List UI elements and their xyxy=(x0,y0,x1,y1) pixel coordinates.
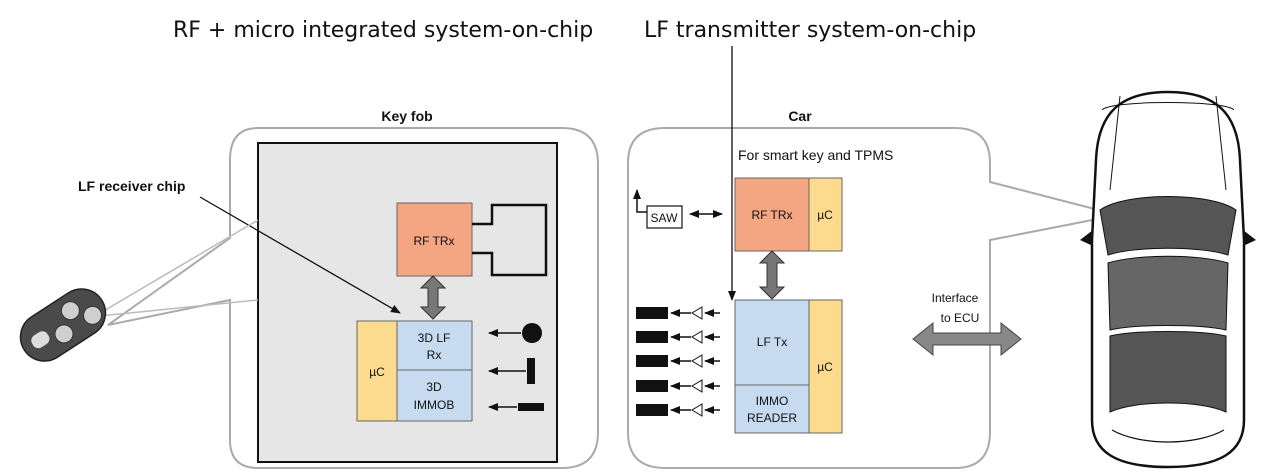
keyfob-coil-horizontal-icon xyxy=(518,403,544,411)
car-rf-trx-label: RF TRx xyxy=(751,208,792,222)
car-lf-tx-label: LF Tx xyxy=(757,335,787,349)
lf-driver-row xyxy=(636,379,720,393)
saw-antenna-icon xyxy=(633,189,647,213)
keyfob-3d-lf-rx-block xyxy=(396,320,473,371)
keyfob-3d-immob-line1: 3D xyxy=(426,380,442,394)
keyfob-coil-vertical-icon xyxy=(527,358,535,384)
car-immo-reader-line1: IMMO xyxy=(756,394,789,408)
title-lf-transmitter-soc: LF transmitter system-on-chip xyxy=(644,18,976,43)
car-immo-reader-line2: READER xyxy=(747,411,797,425)
interface-label-line2: to ECU xyxy=(941,311,980,325)
keyfob-3d-lf-rx-line1: 3D LF xyxy=(418,331,451,345)
keyfob-heading: Key fob xyxy=(381,108,432,124)
interface-label-line1: Interface xyxy=(932,291,979,305)
car-immo-reader-block xyxy=(734,384,810,434)
lf-driver-row xyxy=(636,403,720,417)
lf-driver-row xyxy=(636,306,720,320)
car-uc-bottom-block xyxy=(808,299,843,434)
keyfob-3d-lf-rx-line2: Rx xyxy=(427,348,442,362)
car-top-view-icon xyxy=(1080,90,1256,469)
car-double-arrow xyxy=(758,250,786,300)
car-bubble xyxy=(627,127,1119,469)
keyfob-double-arrow xyxy=(419,275,447,320)
keyfob-uc-label: µC xyxy=(369,365,385,379)
saw-block xyxy=(646,205,683,229)
title-rf-micro-soc: RF + micro integrated system-on-chip xyxy=(173,18,593,43)
car-uc-top-block xyxy=(808,177,843,252)
interface-ecu-double-arrow xyxy=(912,321,1022,357)
car-subtitle: For smart key and TPMS xyxy=(738,147,893,163)
lf-driver-row xyxy=(636,354,720,368)
lf-driver-row xyxy=(636,330,720,344)
keyfob-antenna xyxy=(472,203,548,277)
lf-receiver-callout: LF receiver chip xyxy=(78,178,185,194)
car-lf-antenna-drivers xyxy=(636,306,720,417)
keyfob-rf-trx-block xyxy=(396,202,473,277)
keyfob-3d-immob-block xyxy=(396,369,473,422)
lf-receiver-callout-arrow xyxy=(199,196,401,314)
car-uc-bottom-label: µC xyxy=(817,360,833,374)
keyfob-3d-immob-line2: IMMOB xyxy=(414,398,455,412)
keyfob-rf-trx-label: RF TRx xyxy=(413,234,454,248)
car-heading: Car xyxy=(788,108,812,124)
car-uc-top-label: µC xyxy=(817,208,833,222)
key-fob-remote-icon xyxy=(19,219,259,362)
keyfob-coil-round-icon xyxy=(522,323,542,343)
car-rf-trx-block xyxy=(734,177,810,252)
keyfob-uc-block xyxy=(356,320,398,422)
saw-label: SAW xyxy=(651,211,679,225)
